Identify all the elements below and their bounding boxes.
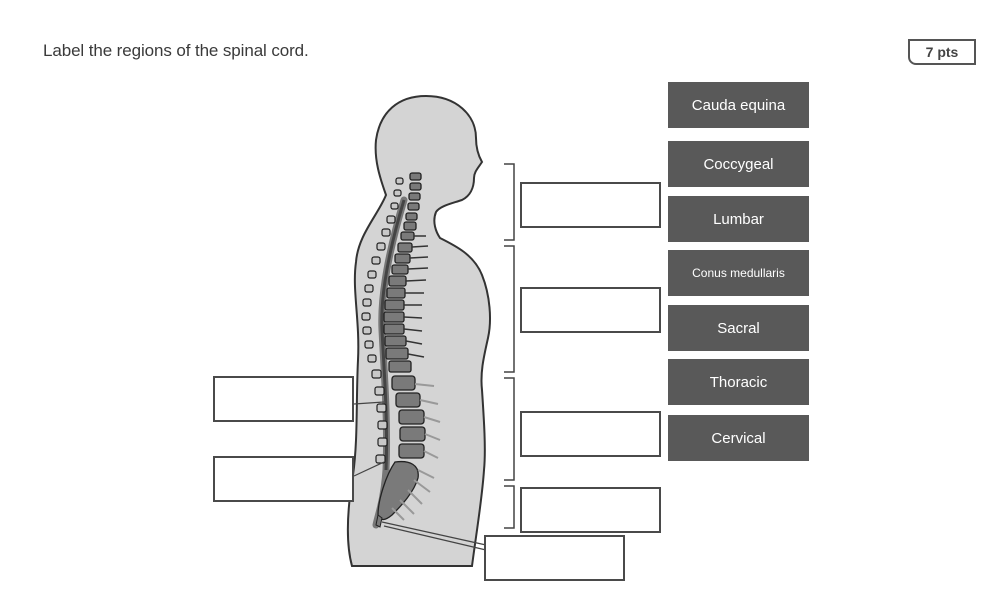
drop-zone-right-top[interactable]	[520, 182, 661, 228]
body-silhouette	[346, 94, 491, 567]
answer-thoracic[interactable]: Thoracic	[668, 359, 809, 405]
answer-cauda-equina[interactable]: Cauda equina	[668, 82, 809, 128]
drop-zone-left-lower[interactable]	[213, 456, 354, 502]
points-badge: 7 pts	[908, 39, 976, 65]
drop-zone-left-upper[interactable]	[213, 376, 354, 422]
drop-zone-bottom-center[interactable]	[484, 535, 625, 581]
answer-lumbar[interactable]: Lumbar	[668, 196, 809, 242]
answer-cervical[interactable]: Cervical	[668, 415, 809, 461]
question-text: Label the regions of the spinal cord.	[43, 41, 309, 60]
answer-conus-medullaris[interactable]: Conus medullaris	[668, 250, 809, 296]
answer-sacral[interactable]: Sacral	[668, 305, 809, 351]
drop-zone-right-third[interactable]	[520, 411, 661, 457]
drop-zone-right-second[interactable]	[520, 287, 661, 333]
answer-coccygeal[interactable]: Coccygeal	[668, 141, 809, 187]
drop-zone-right-bottom[interactable]	[520, 487, 661, 533]
